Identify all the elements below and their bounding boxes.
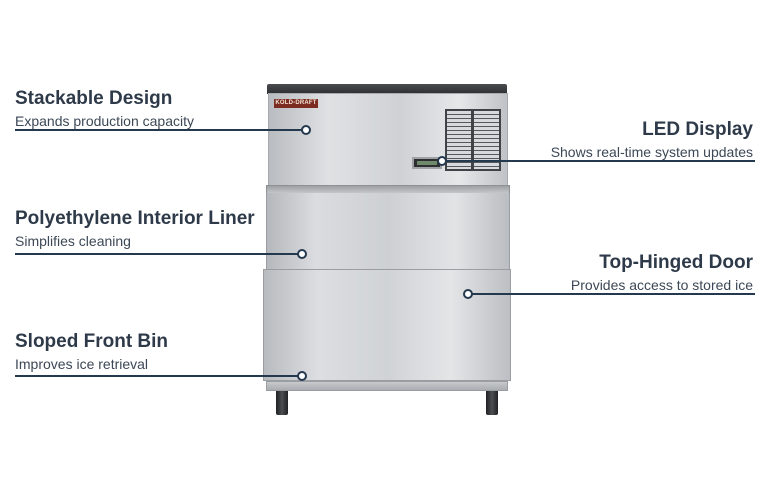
leader-line-top-hinged-door [470,293,755,295]
bin-upper-panel [266,193,510,269]
leg-left [276,391,288,415]
callout-description: Provides access to stored ice [570,277,753,293]
callout-title: Polyethylene Interior Liner [15,208,255,229]
callout-description: Simplifies cleaning [15,233,131,249]
callout-top-hinged-door: Top-Hinged Door Provides access to store… [571,252,753,294]
callout-description: Shows real-time system updates [550,144,753,160]
callout-title: Top-Hinged Door [599,252,753,273]
callout-title: Stackable Design [15,88,173,109]
callout-stackable-design: Stackable Design Expands production capa… [15,88,194,130]
bin-base [266,381,508,391]
marker-dot-led-display [437,156,447,166]
leader-line-stackable-design [15,129,305,131]
leader-line-sloped-front-bin [15,375,301,377]
marker-dot-sloped-front-bin [297,371,307,381]
callout-description: Expands production capacity [15,113,194,129]
marker-dot-stackable-design [301,125,311,135]
callout-title: Sloped Front Bin [15,331,169,352]
bin-front-door [263,269,511,381]
callout-led-display: LED Display Shows real-time system updat… [551,119,753,161]
led-display-panel [412,157,442,169]
machine-top-cap [267,84,507,94]
vent-divider [471,109,474,171]
leg-right [486,391,498,415]
leader-line-led-display [444,160,755,162]
callout-polyethylene-liner: Polyethylene Interior Liner Simplifies c… [15,208,255,250]
marker-dot-top-hinged-door [463,289,473,299]
callout-sloped-front-bin: Sloped Front Bin Improves ice retrieval [15,331,168,373]
marker-dot-polyethylene-liner [297,249,307,259]
callout-title: LED Display [642,119,753,140]
brand-logo: KOLD-DRAFT [274,99,318,108]
leader-line-polyethylene-liner [15,253,301,255]
callout-description: Improves ice retrieval [15,356,149,372]
